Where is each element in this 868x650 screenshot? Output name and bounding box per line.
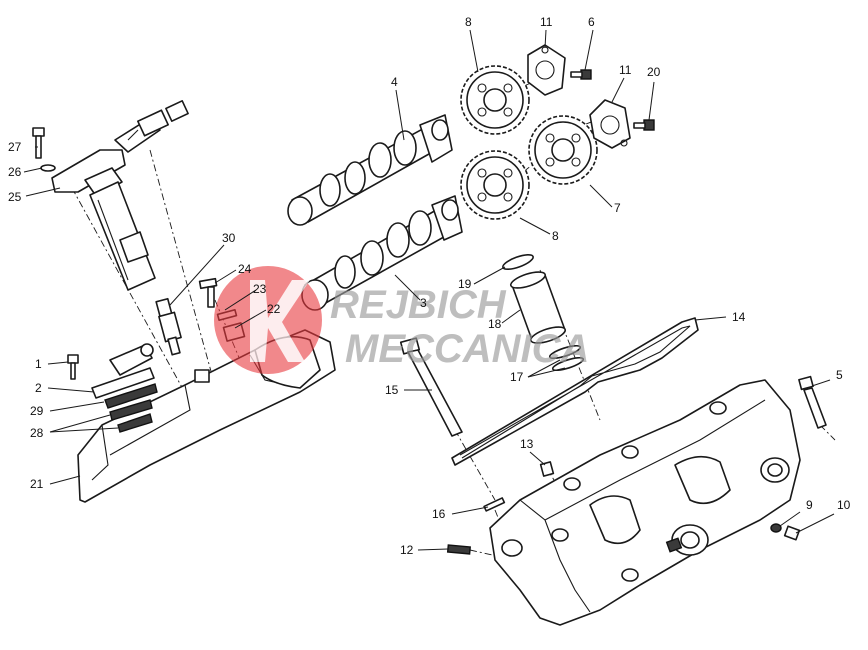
ring-19 — [502, 253, 534, 271]
timing-gear-8-lower — [460, 150, 530, 220]
callout-17: 17 — [510, 370, 524, 384]
bolt-5 — [798, 375, 827, 429]
bolt-6 — [570, 69, 592, 80]
camshaft-3 — [301, 195, 463, 311]
watermark-line-1: REJBICH — [330, 283, 507, 327]
cover-gasket-14 — [451, 317, 699, 466]
callout-23: 23 — [253, 282, 267, 296]
callout-4: 4 — [391, 75, 398, 89]
callout-9: 9 — [806, 498, 813, 512]
callout-28: 28 — [30, 426, 44, 440]
bolt-27 — [32, 127, 45, 159]
callout-25: 25 — [8, 190, 22, 204]
callout-labels: 8 11 6 4 11 20 27 26 25 7 8 30 24 19 23 … — [8, 15, 851, 557]
callout-12: 12 — [400, 543, 414, 557]
leader-lines — [23, 29, 835, 551]
callout-26: 26 — [8, 165, 22, 179]
callout-11-upper: 11 — [540, 15, 553, 29]
brand-watermark: REJBICH MECCANICA — [214, 266, 589, 374]
callout-14: 14 — [732, 310, 746, 324]
callout-20: 20 — [647, 65, 661, 79]
retainer-plate-11-lower — [589, 99, 631, 149]
camshaft-4 — [287, 114, 453, 226]
callout-13: 13 — [520, 437, 534, 451]
callout-8-upper: 8 — [465, 15, 472, 29]
callout-16: 16 — [432, 507, 446, 521]
retainer-plate-11-upper — [527, 44, 566, 96]
callout-22: 22 — [267, 302, 281, 316]
callout-7: 7 — [614, 201, 621, 215]
spark-plug-30 — [155, 297, 182, 356]
callout-2: 2 — [35, 381, 42, 395]
callout-27: 27 — [8, 140, 22, 154]
callout-10: 10 — [837, 498, 851, 512]
callout-19: 19 — [458, 277, 472, 291]
callout-1: 1 — [35, 357, 42, 371]
callout-21: 21 — [30, 477, 44, 491]
callout-24: 24 — [238, 262, 252, 276]
watermark-line-2: MECCANICA — [345, 327, 589, 371]
callout-18: 18 — [488, 317, 502, 331]
stud-12 — [446, 544, 471, 555]
dowel-13 — [539, 461, 555, 477]
washer-26 — [40, 164, 56, 172]
tensioner-parts-2-29-28 — [91, 343, 158, 433]
callout-11-lower: 11 — [619, 63, 632, 77]
callout-3: 3 — [420, 296, 427, 310]
callout-30: 30 — [222, 231, 236, 245]
plug-10 — [783, 525, 801, 541]
callout-15: 15 — [385, 383, 399, 397]
bolt-20 — [633, 119, 655, 131]
pin-16 — [483, 497, 506, 512]
bushing-18 — [509, 271, 567, 344]
callout-5: 5 — [836, 368, 843, 382]
bolt-24 — [198, 277, 218, 308]
o-rings-17 — [548, 344, 585, 372]
callout-6: 6 — [588, 15, 595, 29]
washer-9 — [770, 523, 782, 533]
bolt-1 — [67, 354, 79, 380]
timing-gear-7 — [528, 115, 598, 185]
callout-29: 29 — [30, 404, 44, 418]
stud-15 — [399, 337, 463, 437]
callout-8-lower: 8 — [552, 229, 559, 243]
cylinder-head — [489, 379, 801, 626]
ignition-coil — [51, 100, 189, 291]
timing-gear-8-upper — [460, 65, 530, 135]
